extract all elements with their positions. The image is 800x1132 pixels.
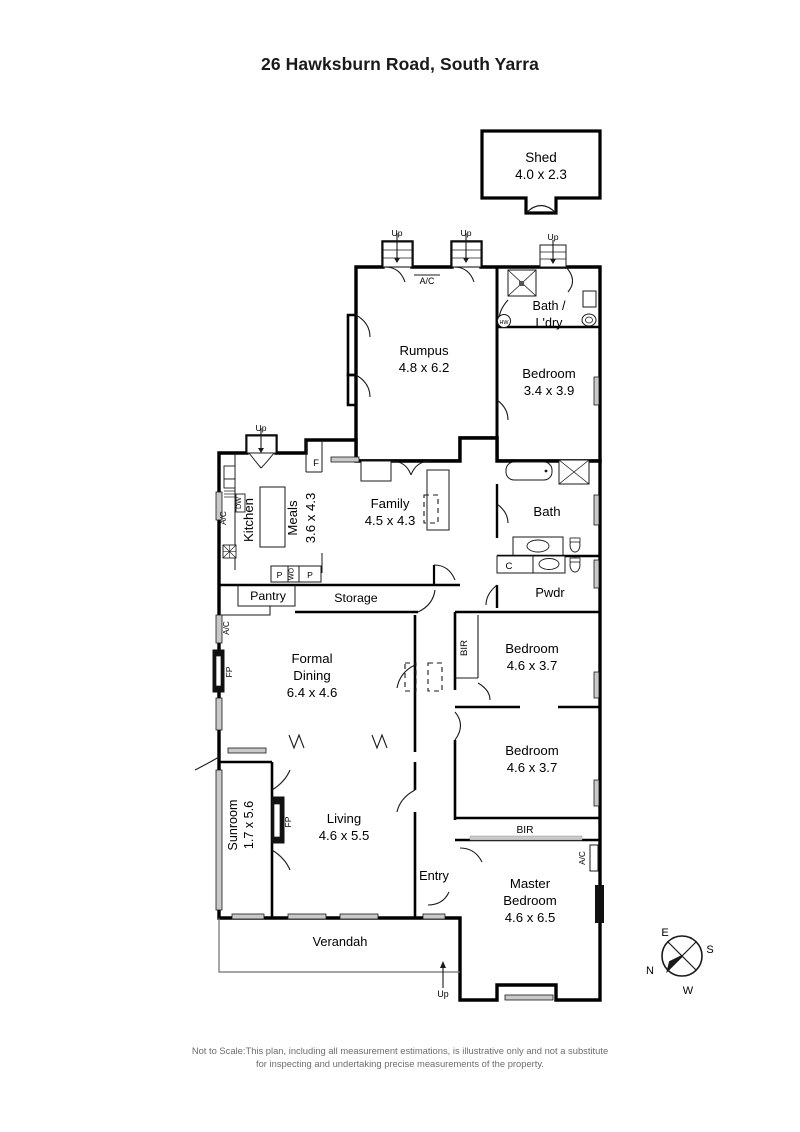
bath-laundry-label-line2: L'dry (536, 316, 564, 330)
wall-oven-label: WO (289, 567, 296, 580)
entry-label: Entry (419, 868, 449, 883)
bedroom-rear-dims: 3.4 x 3.9 (524, 383, 575, 398)
compass-rose: E S N W (646, 927, 714, 997)
room-formal-dining: A/C FP Formal Dining 6.4 x 4.6 (212, 614, 443, 752)
bedroom-mid2-dims: 4.6 x 3.7 (507, 760, 558, 775)
room-bedroom-mid2: Bedroom 4.6 x 3.7 BIR (453, 711, 600, 842)
master-label-line1: Master (510, 876, 551, 891)
cupboard-pwdr-label: C (506, 561, 513, 572)
pantry-cupboard-left-label: P (277, 570, 283, 580)
sunroom-dims: 1.7 x 5.6 (242, 801, 256, 849)
footer-line-1: Not to Scale:This plan, including all me… (191, 1045, 609, 1056)
room-living: FP Living 4.6 x 5.5 (231, 762, 417, 920)
stair-up-rumpus-left: Up (382, 228, 413, 283)
room-verandah: Verandah Up (218, 918, 460, 999)
bir-label-bedroom-mid1: BIR (459, 640, 470, 656)
rear-block-walls (354, 240, 602, 463)
rumpus-wall-jogs (346, 313, 371, 407)
living-dims: 4.6 x 5.5 (319, 828, 370, 843)
up-label-kitchen: Up (256, 423, 267, 433)
up-label-rumpus-left: Up (392, 228, 403, 238)
rumpus-label: Rumpus (399, 343, 449, 358)
bedroom-mid1-label: Bedroom (505, 641, 559, 656)
compass-label-east: E (661, 927, 668, 939)
up-label-verandah: Up (437, 989, 448, 999)
kitchen-label: Kitchen (241, 498, 256, 542)
master-label-line2: Bedroom (503, 893, 557, 908)
formal-dining-label-line2: Dining (293, 668, 330, 683)
footer-disclaimer: Not to Scale:This plan, including all me… (0, 1044, 800, 1070)
compass-label-south: S (706, 944, 713, 956)
room-pantry-storage: P WO P Pantry Storage (219, 565, 460, 616)
room-bath-middle: Bath (495, 459, 600, 557)
bedroom-mid2-label: Bedroom (505, 743, 559, 758)
meals-label: Meals (285, 500, 300, 536)
ac-label-master: A/C (578, 851, 587, 865)
room-bedroom-rear: Bedroom 3.4 x 3.9 (496, 366, 600, 421)
room-master-bedroom: A/C Master Bedroom 4.6 x 6.5 (459, 844, 604, 1001)
rumpus-dims: 4.8 x 6.2 (399, 360, 450, 375)
dishwasher-label: DW (234, 497, 243, 509)
bath-laundry-label-line1: Bath / (533, 299, 566, 313)
bath-label: Bath (533, 504, 560, 519)
page-title: 26 Hawksburn Road, South Yarra (261, 54, 539, 74)
stair-up-verandah: Up (437, 961, 449, 999)
ac-unit-rumpus: A/C (414, 274, 440, 286)
fp-label-dining: FP (224, 666, 234, 677)
fridge-label: F (313, 458, 319, 469)
up-label-bath-ldry: Up (548, 232, 559, 242)
footer-line-2: for inspecting and undertaking precise m… (255, 1058, 544, 1069)
ac-label-dining: A/C (222, 621, 231, 635)
room-shed: Shed 4.0 x 2.3 (480, 129, 602, 215)
pantry-label: Pantry (250, 589, 287, 603)
compass-label-west: W (683, 985, 694, 997)
verandah-label: Verandah (313, 934, 368, 949)
compass-label-north: N (646, 965, 654, 977)
master-dims: 4.6 x 6.5 (505, 910, 556, 925)
room-bath-laundry: Up HW Bath / L'dry (497, 232, 597, 330)
stair-up-kitchen: Up (246, 423, 277, 469)
bedroom-mid1-dims: 4.6 x 3.7 (507, 658, 558, 673)
fp-label-living: FP (283, 816, 293, 827)
living-label: Living (327, 811, 361, 826)
sunroom-label: Sunroom (226, 799, 240, 850)
family-dims: 4.5 x 4.3 (365, 513, 416, 528)
pantry-cupboard-right-label: P (307, 570, 313, 580)
room-kitchen: DW Kitchen A/C (215, 453, 286, 570)
family-label: Family (371, 496, 410, 511)
hot-water-label: HW (500, 320, 510, 326)
room-entry: Entry (419, 868, 450, 920)
shed-label: Shed (525, 150, 557, 165)
ac-label-kitchen: A/C (219, 511, 228, 525)
room-meals: F Meals 3.6 x 4.3 (285, 440, 323, 573)
room-family: Family 4.5 x 4.3 (330, 456, 456, 585)
stair-up-rumpus-right: Up (451, 228, 482, 283)
formal-dining-label-line1: Formal (291, 651, 332, 666)
formal-dining-dims: 6.4 x 4.6 (287, 685, 338, 700)
bedroom-rear-label: Bedroom (522, 366, 576, 381)
meals-dims: 3.6 x 4.3 (303, 493, 318, 544)
room-bedroom-mid1: BIR Bedroom 4.6 x 3.7 (453, 610, 600, 709)
bir-label-bedroom-mid2: BIR (517, 825, 534, 836)
storage-label: Storage (334, 591, 378, 605)
room-pwdr: C Pwdr (485, 554, 600, 608)
ac-label-rumpus: A/C (420, 276, 435, 286)
pwdr-label: Pwdr (535, 585, 565, 600)
up-label-rumpus-right: Up (461, 228, 472, 238)
shed-dims: 4.0 x 2.3 (515, 167, 567, 182)
